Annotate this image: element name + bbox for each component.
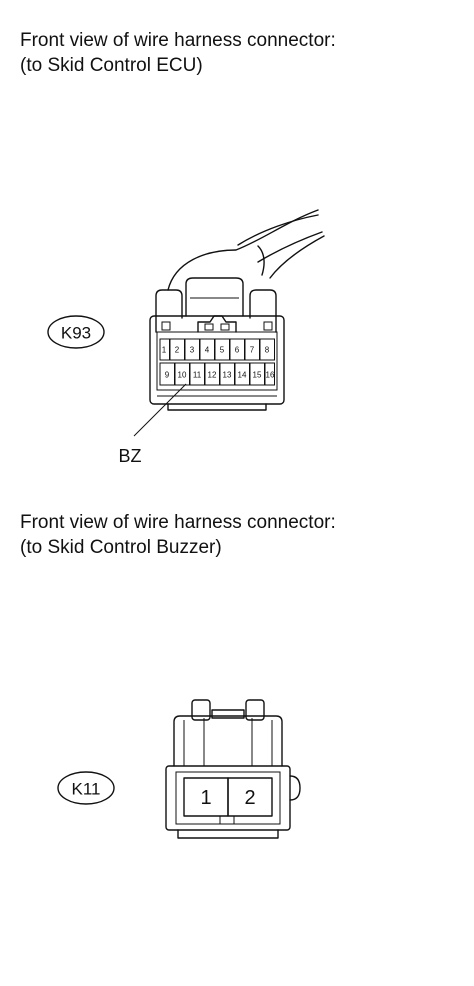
k93-caption-line2: (to Skid Control ECU)	[20, 55, 203, 76]
k93-pin-label: 8	[265, 346, 270, 355]
k93-latch	[185, 277, 244, 317]
k93-pin-label: 12	[208, 371, 217, 380]
k93-right-tower	[249, 289, 277, 333]
k11-pin-label: 2	[244, 787, 255, 809]
k93-pin-label: 3	[190, 346, 195, 355]
k93-wire-leader	[133, 383, 187, 437]
k93-pin-label: 16	[266, 371, 275, 380]
k93-pin-label: 14	[238, 371, 247, 380]
k11-upper-housing	[173, 715, 283, 767]
k11-top-tab	[191, 699, 211, 721]
k93-harness-wire	[269, 235, 325, 279]
k11-top-tab	[245, 699, 265, 721]
k11-code-label: K11	[72, 780, 101, 799]
k11-pin-label: 1	[200, 787, 211, 809]
k93-pin-grid: 1 2 3 4 5 6 7 8 9 10 11 12 13 14 15 16	[159, 338, 275, 386]
k11-caption: Front view of wire harness connector: (t…	[20, 510, 336, 560]
k93-pin-label: 10	[178, 371, 187, 380]
k93-pin-label: 6	[235, 346, 240, 355]
k93-pin-cell	[259, 338, 275, 361]
k93-caption-line1: Front view of wire harness connector:	[20, 30, 336, 51]
k11-body	[165, 765, 291, 831]
k93-pin-label: 9	[165, 371, 170, 380]
k93-pin-label: 7	[250, 346, 255, 355]
k93-lock-notch	[197, 315, 237, 333]
k93-pin-label: 1	[162, 346, 167, 355]
k93-pin-label: 4	[205, 346, 210, 355]
k93-connector: 1 2 3 4 5 6 7 8 9 10 11 12 13 14 15 16 B…	[47, 209, 325, 466]
k93-pin-label: 11	[193, 371, 202, 380]
k11-code-tag	[57, 771, 115, 805]
k93-pin-label: 2	[175, 346, 180, 355]
k93-harness-wire	[257, 245, 265, 276]
k93-left-tower	[155, 289, 183, 333]
k93-pin-label: 15	[253, 371, 262, 380]
k93-pin-cell	[264, 362, 275, 386]
k11-connector: 1 2 K11	[57, 699, 301, 839]
k93-wire-label: BZ	[118, 446, 141, 466]
k93-pin-cell	[159, 338, 170, 361]
k11-key	[219, 815, 235, 825]
k93-pin-label: 5	[220, 346, 225, 355]
k11-pin-cell	[227, 777, 273, 817]
k93-harness-wire	[237, 214, 319, 246]
k93-code-tag	[47, 315, 105, 349]
k93-caption: Front view of wire harness connector: (t…	[20, 28, 336, 78]
k93-pin-label: 13	[223, 371, 232, 380]
k11-caption-line1: Front view of wire harness connector:	[20, 512, 336, 533]
k11-side-latch	[289, 775, 301, 801]
k11-caption-line2: (to Skid Control Buzzer)	[20, 537, 222, 558]
k93-code-label: K93	[61, 324, 91, 343]
